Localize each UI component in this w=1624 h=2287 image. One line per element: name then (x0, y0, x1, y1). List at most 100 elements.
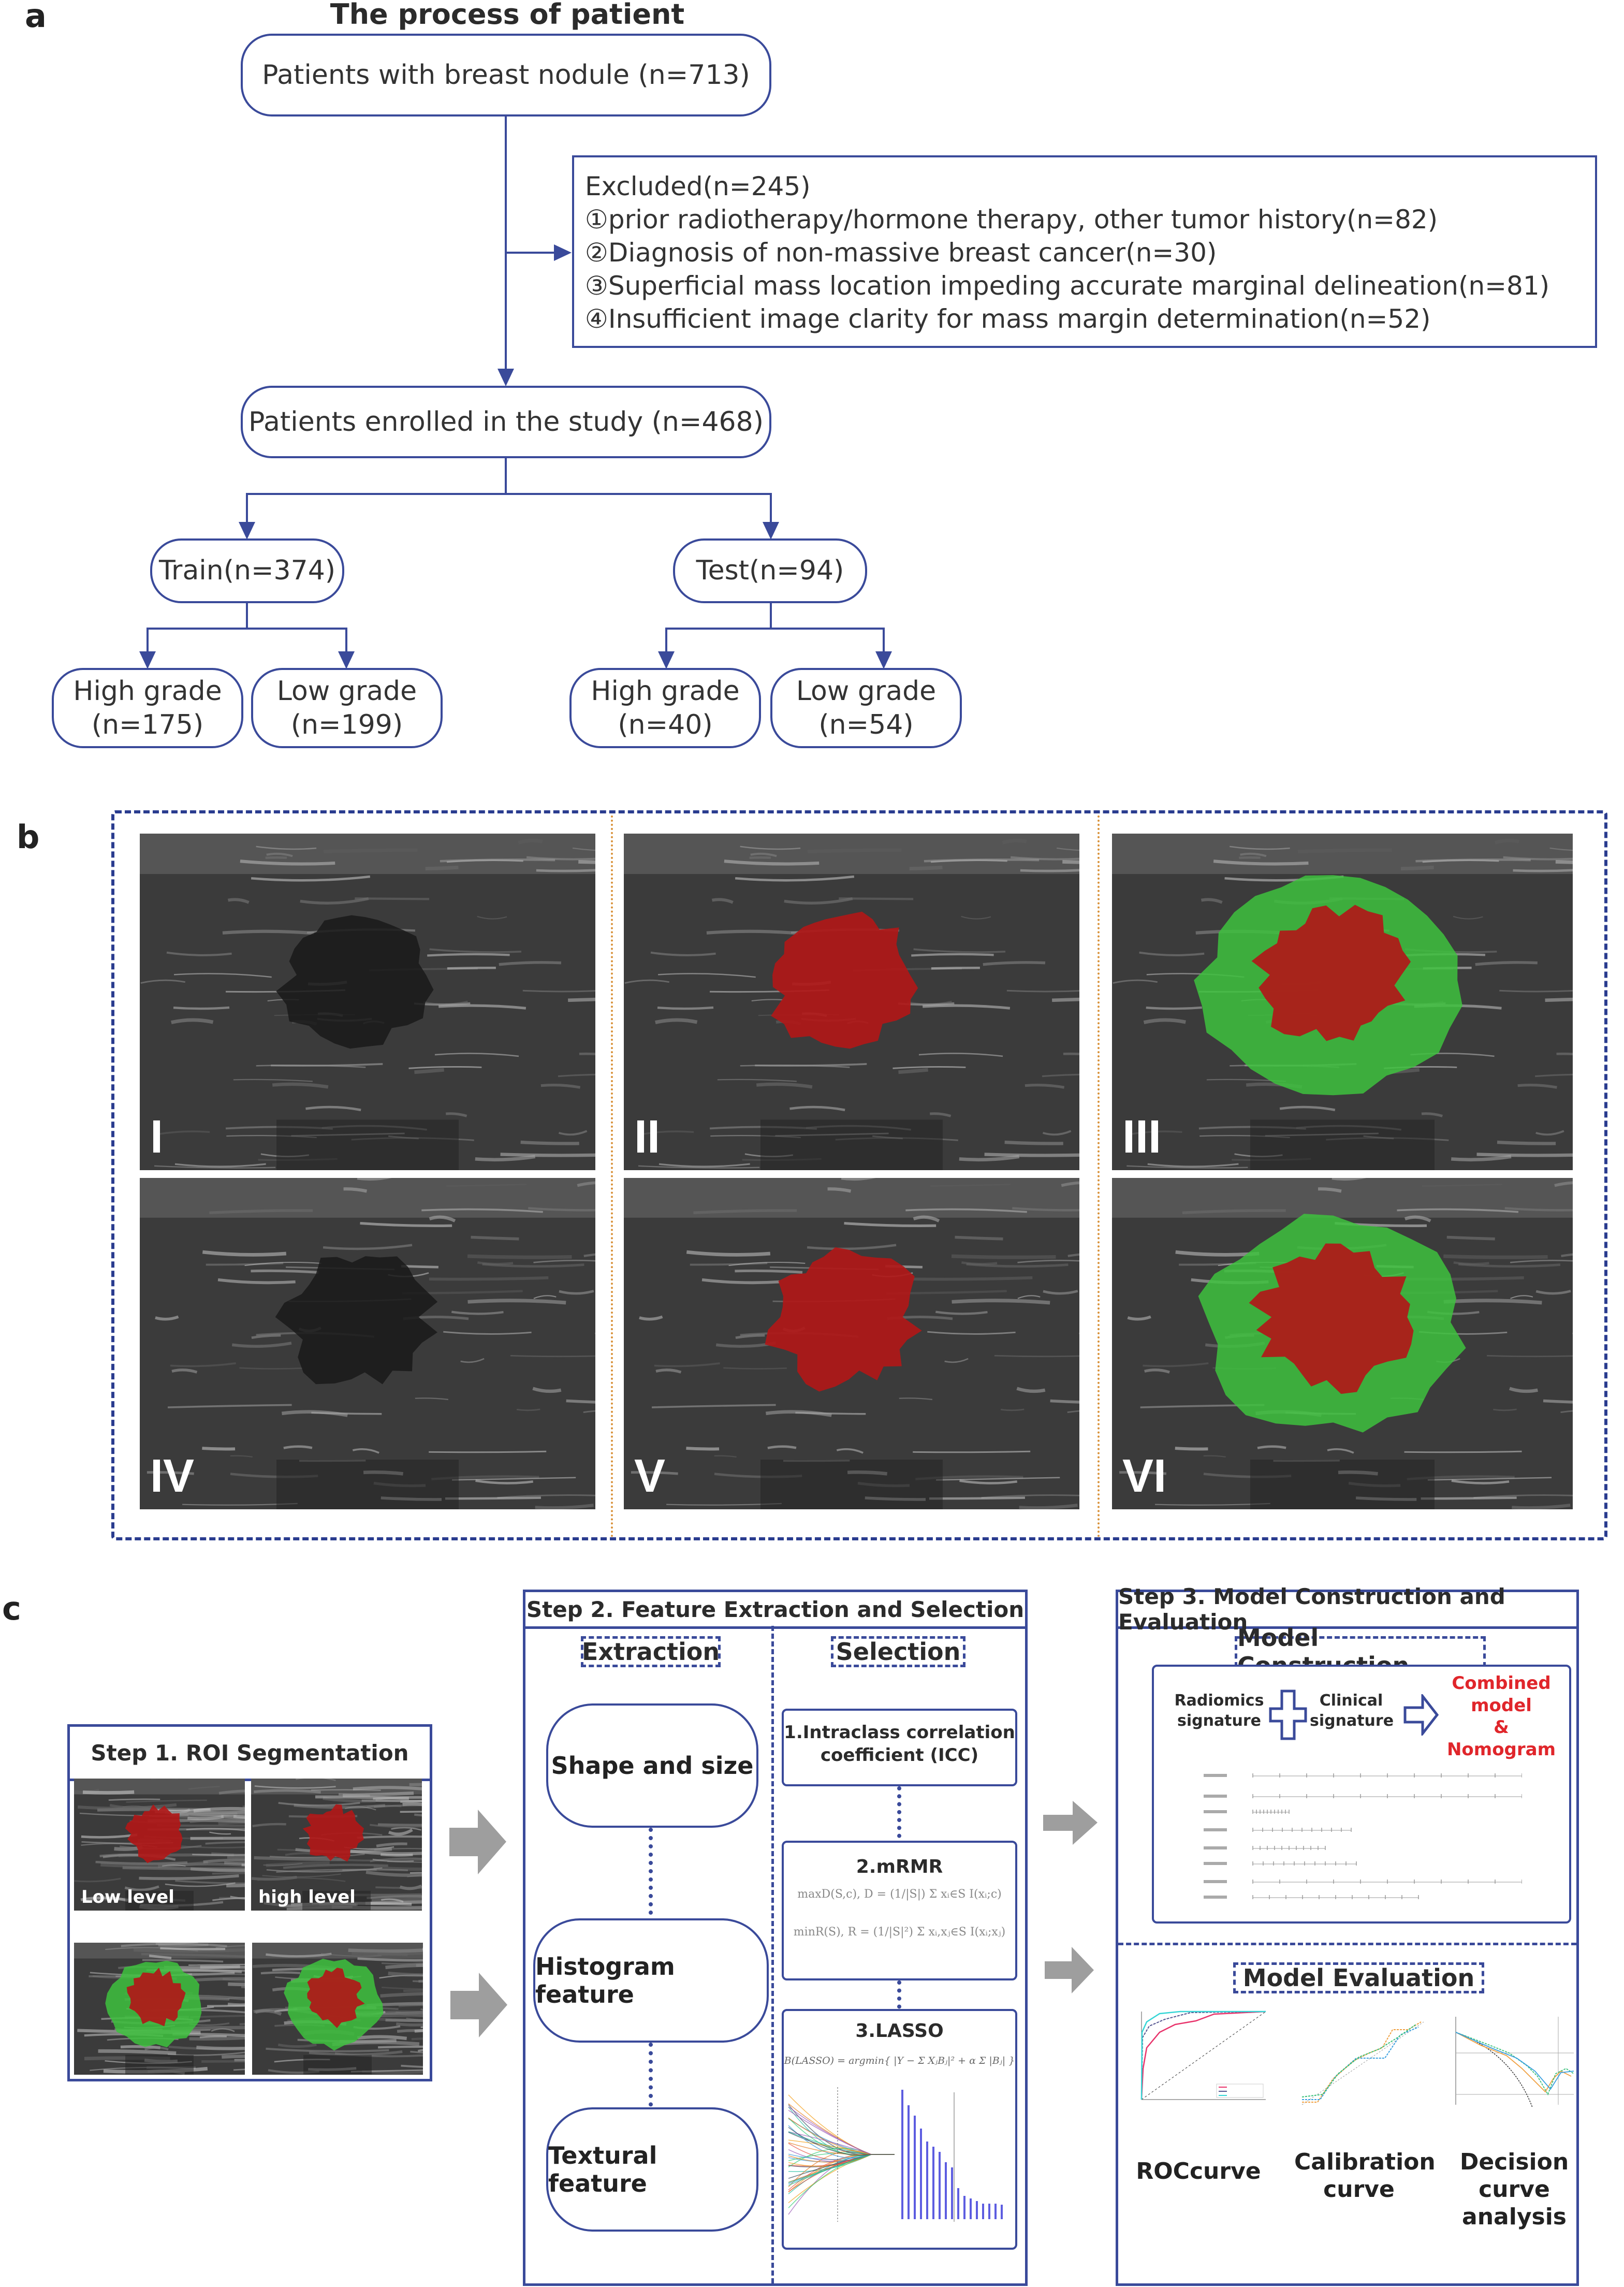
radiomics-line2: signature (1177, 1712, 1262, 1730)
arrow-train-high (139, 651, 156, 669)
decision-curve-label: Decision curve analysis (1444, 2149, 1584, 2231)
roc-curve-thumbnail (1140, 2011, 1266, 2100)
clinical-line2: signature (1310, 1712, 1394, 1730)
lasso-plot-thumbnail (787, 2087, 1003, 2222)
selection-label: Selection (831, 1636, 965, 1667)
selection-connector-2 (897, 1980, 901, 2017)
excluded-reason-2: ②Diagnosis of non-massive breast cancer(… (585, 238, 1217, 268)
roi-image-3 (74, 1943, 245, 2075)
excluded-reason-1: ①prior radiotherapy/hormone therapy, oth… (585, 205, 1438, 235)
connector-excluded (506, 252, 555, 254)
clinical-signature: Clinical signature (1310, 1691, 1394, 1731)
arrow-to-test (763, 522, 779, 540)
box-train-low-grade: Low grade (n=199) (251, 668, 443, 748)
roi-image-2: high level (251, 1779, 422, 1911)
mrmr-title: 2.mRMR (856, 1856, 943, 1877)
clinical-line1: Clinical (1319, 1692, 1383, 1710)
arrow-test-high (658, 651, 675, 669)
test-high-label: High grade (591, 675, 740, 707)
arrow-step1-to-step2-bottom (450, 1973, 507, 2037)
roi-image-4 (252, 1943, 423, 2075)
mrmr-formula-1: maxD(S,c), D = (1/|S|) Σ xᵢ∈S I(xᵢ;c) (797, 1888, 1002, 1901)
connector-test-split (665, 628, 884, 630)
mrmr-formula-2: minR(S), R = (1/|S|²) Σ xᵢ,xⱼ∈S I(xᵢ;xⱼ) (793, 1926, 1006, 1939)
ultrasound-image-iii: III (1112, 834, 1573, 1170)
connector-test-high (665, 628, 667, 653)
radiomics-line1: Radiomics (1174, 1692, 1264, 1710)
plus-icon (1269, 1689, 1307, 1740)
arrow-to-enrolled (498, 369, 514, 386)
arrow-step2-to-step3-bottom (1045, 1947, 1094, 1993)
feature-connector-2 (649, 2043, 653, 2115)
panel-b-frame (111, 810, 1607, 1540)
calibration-curve-thumbnail (1301, 2021, 1424, 2105)
calibration-line1: Calibration (1294, 2149, 1436, 2175)
image-numeral: I (150, 1111, 164, 1163)
lasso-formula: B(LASSO) = argmin{ |Y − Σ XⱼBⱼ|² + α Σ |… (784, 2055, 1015, 2066)
feature-connector-1 (649, 1828, 653, 1931)
arrow-to-train (239, 522, 255, 540)
roi-image-label: Low level (81, 1887, 174, 1907)
step2-title: Step 2. Feature Extraction and Selection (525, 1592, 1025, 1629)
ultrasound-image-ii: II (624, 834, 1079, 1170)
step3-title: Step 3. Model Construction and Evaluatio… (1118, 1584, 1576, 1635)
image-numeral: IV (150, 1450, 195, 1502)
roi-image-1: Low level (74, 1779, 245, 1911)
connector-train-low (345, 628, 347, 653)
connector-test-down (770, 603, 772, 629)
test-low-label: Low grade (796, 675, 937, 707)
train-high-label: High grade (73, 675, 222, 707)
lasso-title: 3.LASSO (855, 2020, 944, 2042)
roc-label: ROCcurve (1136, 2158, 1261, 2184)
step3-divider (1118, 1943, 1576, 1945)
calibration-line2: curve (1323, 2176, 1395, 2203)
excluded-header: Excluded(n=245) (585, 171, 811, 201)
icc-subtitle: coefficient (ICC) (820, 1745, 979, 1766)
image-numeral: VI (1122, 1450, 1167, 1502)
arrow-step1-to-step2-top (449, 1810, 506, 1874)
panel-c-label: c (2, 1590, 21, 1627)
combined-line4: Nomogram (1446, 1739, 1556, 1760)
connector-test-low (883, 628, 885, 653)
feature-textural: Textural feature (546, 2107, 758, 2232)
selection-lasso: 3.LASSO B(LASSO) = argmin{ |Y − Σ XⱼBⱼ|²… (782, 2009, 1017, 2250)
excluded-reason-3: ③Superficial mass location impeding accu… (585, 271, 1550, 301)
ultrasound-image-i: I (140, 834, 595, 1170)
connector-train-down (246, 603, 248, 629)
image-numeral: III (1122, 1111, 1162, 1163)
image-numeral: V (634, 1450, 666, 1502)
ultrasound-image-vi: VI (1112, 1178, 1573, 1509)
radiomics-signature: Radiomics signature (1173, 1691, 1266, 1731)
test-high-count: (n=40) (618, 709, 713, 740)
box-enrolled: Patients enrolled in the study (n=468) (241, 386, 771, 458)
image-numeral: II (634, 1111, 661, 1163)
ultrasound-image-iv: IV (140, 1178, 595, 1509)
model-construction-label: Model Construction (1235, 1624, 1486, 1680)
connector-enrolled-down (505, 458, 507, 494)
separator-1 (611, 815, 613, 1538)
arrow-train-low (338, 651, 355, 669)
separator-2 (1098, 815, 1100, 1538)
right-arrow-outline-icon (1403, 1694, 1439, 1736)
connector-main (505, 116, 507, 370)
box-test-low-grade: Low grade (n=54) (770, 668, 962, 748)
combined-model-label: Combined model & Nomogram (1444, 1672, 1558, 1760)
connector-test (770, 493, 772, 524)
train-low-label: Low grade (276, 675, 417, 707)
box-test: Test(n=94) (673, 538, 867, 603)
box-test-high-grade: High grade (n=40) (569, 668, 761, 748)
arrow-to-excluded (554, 244, 572, 261)
box-train: Train(n=374) (150, 538, 344, 603)
combined-line1: Combined (1452, 1673, 1551, 1694)
feature-shape-size: Shape and size (546, 1703, 758, 1828)
arrow-test-low (875, 651, 892, 669)
model-evaluation-label: Model Evaluation (1233, 1962, 1484, 1993)
feature-histogram: Histogram feature (533, 1918, 769, 2043)
step2-column-divider (771, 1626, 774, 2283)
selection-mrmr: 2.mRMR maxD(S,c), D = (1/|S|) Σ xᵢ∈S I(x… (782, 1841, 1017, 1980)
selection-connector-1 (897, 1786, 901, 1846)
connector-split (246, 493, 771, 495)
box-train-high-grade: High grade (n=175) (52, 668, 243, 748)
arrow-step2-to-step3-top (1043, 1801, 1098, 1845)
train-low-count: (n=199) (290, 709, 403, 740)
